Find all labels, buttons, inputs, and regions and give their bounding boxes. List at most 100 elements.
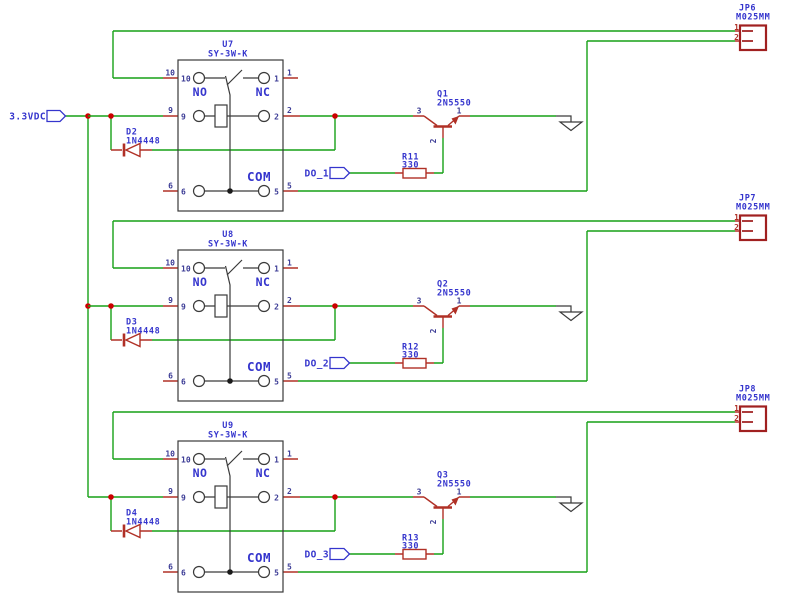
relay-pin-com-l-outer: 6 [168, 372, 173, 381]
power-rail: 3.3VDC [9, 109, 91, 497]
relay-pin-no-inner: 10 [181, 456, 191, 465]
relay-pin-no-outer: 10 [165, 259, 175, 268]
connector-part: M025MM [736, 394, 770, 404]
resistor-ref: R13 [402, 534, 419, 544]
power-port-symbol [46, 109, 67, 123]
relay-pin-no-outer: 10 [165, 450, 175, 459]
relay-pin-com-l-outer: 6 [168, 563, 173, 572]
relay-pin-coil-l-outer: 9 [168, 487, 173, 496]
resistor-value: 330 [402, 351, 419, 361]
diode-ref: D4 [126, 509, 137, 519]
relay-no-label: NO [193, 85, 208, 99]
diode-part: 1N4448 [126, 327, 160, 337]
relay-pin-com-r-inner: 5 [274, 569, 279, 578]
relay-pin-com-r-outer: 5 [287, 563, 292, 572]
relay-pin-coil-r-outer: 2 [287, 296, 292, 305]
channel-3: U9 SY-3W-K 10 1 9 2 6 5 10 1 9 2 6 5 NO … [86, 385, 770, 594]
relay-ref: U7 [222, 40, 233, 50]
relay-pin-com-l-inner: 6 [181, 378, 186, 387]
relay-nc-label: NC [256, 275, 271, 289]
transistor-pin-base: 2 [429, 328, 438, 333]
diode-part: 1N4448 [126, 518, 160, 528]
connector-ref: JP7 [739, 194, 756, 204]
relay-part: SY-3W-K [208, 431, 248, 441]
transistor-part: 2N5550 [437, 289, 471, 299]
relay-pin-nc-inner: 1 [274, 75, 279, 84]
relay-pin-coil-l-inner: 9 [181, 303, 186, 312]
connector-pin2: 2 [734, 223, 739, 232]
connector-pin2: 2 [734, 33, 739, 42]
resistor-ref: R11 [402, 153, 419, 163]
relay-pin-no-inner: 10 [181, 265, 191, 274]
diode-ref: D3 [126, 318, 137, 328]
relay-pin-com-l-inner: 6 [181, 188, 186, 197]
relay-pin-com-l-inner: 6 [181, 569, 186, 578]
relay-pin-nc-outer: 1 [287, 450, 292, 459]
relay-pin-coil-r-inner: 2 [274, 113, 279, 122]
relay-pin-com-l-outer: 6 [168, 182, 173, 191]
transistor-pin-emitter: 1 [457, 488, 462, 497]
channel-1-wiring [86, 24, 768, 213]
input-port-label: DO_2 [305, 359, 329, 370]
relay-pin-nc-inner: 1 [274, 456, 279, 465]
relay-pin-coil-l-outer: 9 [168, 296, 173, 305]
relay-pin-com-r-outer: 5 [287, 372, 292, 381]
transistor-pin-collector: 3 [417, 488, 422, 497]
connector-part: M025MM [736, 203, 770, 213]
connector-part: M025MM [736, 13, 770, 23]
resistor-value: 330 [402, 161, 419, 171]
relay-pin-coil-l-inner: 9 [181, 494, 186, 503]
relay-part: SY-3W-K [208, 50, 248, 60]
relay-no-label: NO [193, 275, 208, 289]
relay-part: SY-3W-K [208, 240, 248, 250]
relay-pin-coil-l-inner: 9 [181, 113, 186, 122]
relay-ref: U8 [222, 230, 233, 240]
relay-pin-com-r-inner: 5 [274, 188, 279, 197]
transistor-part: 2N5550 [437, 480, 471, 490]
transistor-ref: Q1 [437, 90, 448, 100]
relay-pin-no-outer: 10 [165, 69, 175, 78]
connector-pin1: 1 [734, 23, 739, 32]
connector-pin1: 1 [734, 404, 739, 413]
channel-1: U7 SY-3W-K 10 1 9 2 6 5 10 1 9 2 6 5 NO … [86, 4, 770, 213]
relay-pin-com-r-outer: 5 [287, 182, 292, 191]
transistor-ref: Q2 [437, 280, 448, 290]
connector-pin2: 2 [734, 414, 739, 423]
transistor-pin-collector: 3 [417, 107, 422, 116]
relay-pin-coil-r-inner: 2 [274, 303, 279, 312]
input-port-label: DO_1 [305, 169, 329, 180]
transistor-part: 2N5550 [437, 99, 471, 109]
connector-ref: JP8 [739, 385, 756, 395]
transistor-pin-base: 2 [429, 519, 438, 524]
resistor-value: 330 [402, 542, 419, 552]
channel-3-wiring [86, 405, 768, 594]
relay-com-label: COM [247, 550, 271, 565]
relay-pin-nc-outer: 1 [287, 259, 292, 268]
relay-pin-nc-inner: 1 [274, 265, 279, 274]
input-port-label: DO_3 [305, 550, 329, 561]
transistor-pin-base: 2 [429, 138, 438, 143]
transistor-ref: Q3 [437, 471, 448, 481]
channel-2-wiring [86, 214, 768, 403]
relay-pin-nc-outer: 1 [287, 69, 292, 78]
transistor-pin-collector: 3 [417, 297, 422, 306]
power-port-label: 3.3VDC [9, 112, 46, 123]
relay-ref: U9 [222, 421, 233, 431]
relay-pin-com-r-inner: 5 [274, 378, 279, 387]
diode-ref: D2 [126, 128, 137, 138]
relay-com-label: COM [247, 169, 271, 184]
relay-pin-coil-r-inner: 2 [274, 494, 279, 503]
connector-ref: JP6 [739, 4, 756, 14]
relay-nc-label: NC [256, 466, 271, 480]
relay-pin-coil-l-outer: 9 [168, 106, 173, 115]
transistor-pin-emitter: 1 [457, 297, 462, 306]
relay-nc-label: NC [256, 85, 271, 99]
diode-part: 1N4448 [126, 137, 160, 147]
connector-pin1: 1 [734, 213, 739, 222]
channel-2: U8 SY-3W-K 10 1 9 2 6 5 10 1 9 2 6 5 NO … [86, 194, 770, 403]
relay-no-label: NO [193, 466, 208, 480]
relay-pin-no-inner: 10 [181, 75, 191, 84]
transistor-pin-emitter: 1 [457, 107, 462, 116]
resistor-ref: R12 [402, 343, 419, 353]
